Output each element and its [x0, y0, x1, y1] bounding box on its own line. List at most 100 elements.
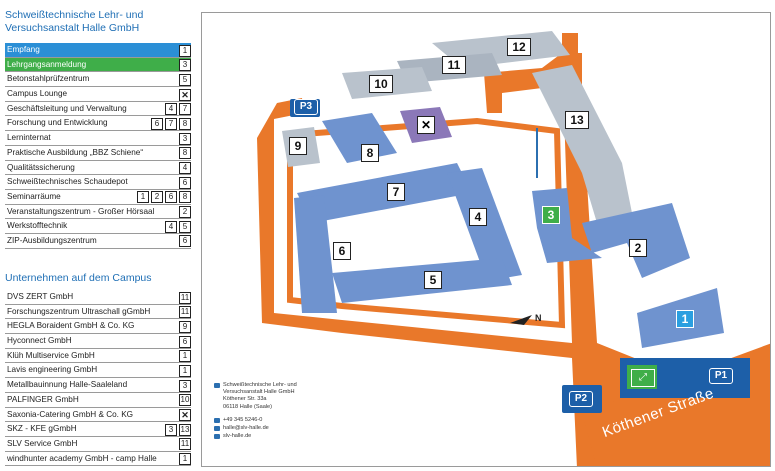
building-label-7[interactable]: 7	[387, 183, 405, 201]
place-label: Werkstofftechnik	[7, 221, 68, 231]
building-label-4[interactable]: 4	[469, 208, 487, 226]
building-number-badge[interactable]: 7	[165, 117, 177, 130]
building-number-badge[interactable]: 11	[179, 291, 191, 304]
campus-map[interactable]: 1 2 3 4 5 6 7 8 9 10 11 12 13 P3 P2 P1 ✕…	[201, 12, 771, 467]
building-number-badge[interactable]: 4	[179, 162, 191, 174]
company-building-numbers: ✕	[179, 409, 191, 421]
building-number-badge[interactable]: 6	[151, 117, 163, 130]
building-label-11[interactable]: 11	[442, 56, 466, 74]
parking-p3[interactable]: P3	[294, 99, 318, 115]
building-number-badge[interactable]: 2	[179, 206, 191, 219]
building-number-badge[interactable]: 6	[165, 191, 177, 204]
building-number-badge[interactable]: 11	[179, 306, 191, 319]
parking-p2[interactable]: P2	[569, 391, 593, 407]
building-number-badge[interactable]: 6	[179, 335, 191, 348]
company-building-numbers: 1	[179, 364, 191, 377]
company-building-numbers: 11	[179, 438, 191, 451]
building-number-badge[interactable]: 8	[179, 147, 191, 160]
building-label-9[interactable]: 9	[289, 137, 307, 155]
building-number-badge[interactable]: ✕	[179, 88, 191, 101]
place-label: Forschung und Entwicklung	[7, 118, 108, 128]
building-number-badge[interactable]: 7	[179, 103, 191, 116]
contact-email[interactable]: halle@slv-halle.de	[223, 425, 269, 432]
parking-area-p3	[290, 99, 320, 117]
building-number-badge[interactable]: 2	[151, 191, 163, 204]
building-number-badge[interactable]: 11	[179, 438, 191, 451]
building-number-badge[interactable]: 1	[179, 364, 191, 377]
companies-title: Unternehmen auf dem Campus	[5, 272, 152, 284]
building-number-badge[interactable]: 3	[179, 59, 191, 72]
building-number-badge[interactable]: 1	[179, 44, 191, 57]
building-label-1[interactable]: 1	[676, 310, 694, 328]
place-row[interactable]: Praktische Ausbildung „BBZ Schiene“8	[5, 146, 191, 161]
place-label: Qualitätssicherung	[7, 162, 75, 172]
building-number-badge[interactable]: 6	[179, 176, 191, 189]
building-number-badge[interactable]: 4	[165, 103, 177, 116]
contact-phone[interactable]: +49 345 5246-0	[223, 416, 263, 423]
company-label: DVS ZERT GmbH	[7, 292, 74, 301]
contact-street: Köthener Str. 33a	[223, 396, 267, 403]
building-number-badge[interactable]: 5	[179, 73, 191, 86]
assembly-point-icon: ⤢	[631, 369, 655, 387]
place-building-numbers: 3	[179, 59, 191, 72]
company-row[interactable]: DVS ZERT GmbH 11	[5, 290, 191, 305]
building-number-badge[interactable]: 3	[179, 379, 191, 392]
building-label-2[interactable]: 2	[629, 239, 647, 257]
building-label-5[interactable]: 5	[424, 271, 442, 289]
building-number-badge[interactable]: 13	[179, 423, 191, 436]
lounge-icon[interactable]: ✕	[417, 116, 435, 134]
place-row[interactable]: Campus Lounge✕	[5, 87, 191, 102]
phone-icon	[214, 417, 220, 423]
place-building-numbers: ✕	[179, 88, 191, 101]
building-label-3[interactable]: 3	[542, 206, 560, 224]
building-label-13[interactable]: 13	[565, 111, 589, 129]
building-number-badge[interactable]: 5	[179, 220, 191, 233]
building-number-badge[interactable]: 10	[179, 394, 191, 407]
building-number-badge[interactable]: 6	[179, 235, 191, 248]
building-label-10[interactable]: 10	[369, 75, 393, 93]
building-number-badge[interactable]: 9	[179, 320, 191, 333]
building-label-6[interactable]: 6	[333, 242, 351, 260]
place-label: Geschäftsleitung und Verwaltung	[7, 103, 127, 113]
building-label-8[interactable]: 8	[361, 144, 379, 162]
building-number-badge[interactable]: 3	[179, 132, 191, 145]
building-number-badge[interactable]: ✕	[179, 409, 191, 421]
building-number-badge[interactable]: 8	[179, 191, 191, 204]
building-number-badge[interactable]: 8	[179, 117, 191, 130]
parking-p1[interactable]: P1	[709, 368, 733, 384]
building-number-badge[interactable]: 3	[165, 423, 177, 436]
building-number-badge[interactable]: 1	[179, 350, 191, 363]
building-label-12[interactable]: 12	[507, 38, 531, 56]
company-row[interactable]: Saxonia-Catering GmbH & Co. KG✕	[5, 408, 191, 423]
inner-road-ring	[287, 117, 566, 329]
building-number-badge[interactable]: 1	[137, 191, 149, 204]
building-number-badge[interactable]: 4	[165, 220, 177, 233]
place-row[interactable]: Qualitätssicherung 4	[5, 161, 191, 176]
place-label: Empfang	[7, 45, 40, 54]
contact-web[interactable]: slv-halle.de	[223, 433, 252, 440]
place-row[interactable]: Empfang 1	[5, 43, 191, 58]
building-number-badge[interactable]: 1	[179, 453, 191, 466]
